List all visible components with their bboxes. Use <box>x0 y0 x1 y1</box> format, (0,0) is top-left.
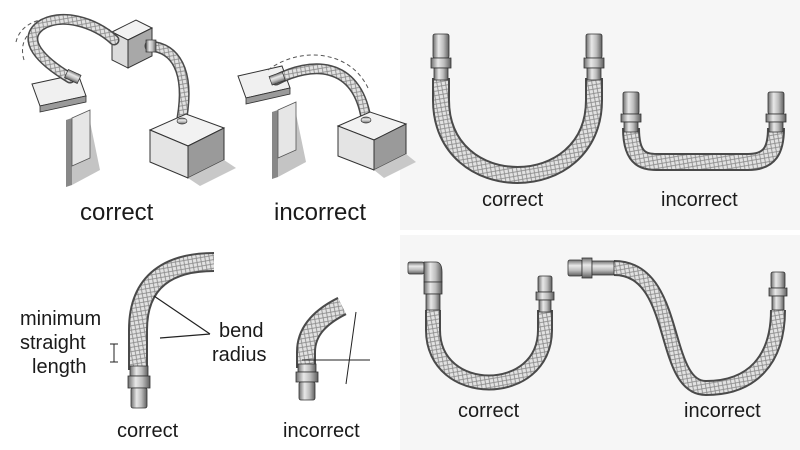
hose-collar-right <box>768 121 784 133</box>
panel1-correct-routing <box>15 13 236 187</box>
hose <box>624 127 783 169</box>
label-incorrect: incorrect <box>274 199 367 226</box>
hose-nut-right <box>768 287 788 297</box>
hose-nut <box>295 371 319 383</box>
panel3-incorrect-bend <box>295 297 370 401</box>
hose-nut-right <box>583 57 605 69</box>
hose <box>28 15 118 82</box>
hose-collar-left <box>425 293 441 311</box>
hose-fitting-right <box>537 275 553 293</box>
hose-collar <box>129 365 149 377</box>
hose <box>272 64 370 122</box>
label-straight: straight <box>20 332 86 354</box>
block-port <box>176 117 188 125</box>
hose <box>146 42 189 122</box>
angle-guide-lines <box>302 311 370 385</box>
label-radius: radius <box>212 344 267 366</box>
panel4-incorrect-s-hose <box>567 257 788 397</box>
label-incorrect: incorrect <box>684 400 761 422</box>
block-port <box>360 116 372 124</box>
hose-nut-left <box>423 281 443 295</box>
hose-collar <box>297 363 317 373</box>
label-correct: correct <box>482 189 544 211</box>
hose-collar-left <box>591 260 615 276</box>
hose <box>427 310 551 389</box>
label-bend: bend <box>219 320 264 342</box>
hose-nut-right <box>765 113 787 123</box>
hose-collar-right <box>538 299 552 313</box>
label-correct: correct <box>117 420 179 442</box>
straight-length-marker <box>110 343 118 363</box>
hose-nut-left <box>620 113 642 123</box>
hose-fitting-left <box>432 33 450 59</box>
panel2-correct-u-hose <box>430 33 605 184</box>
label-minimum: minimum <box>20 308 102 330</box>
panel3-correct-bend <box>110 252 215 409</box>
hose <box>130 254 215 370</box>
hose-collar-right <box>771 295 785 311</box>
label-correct: correct <box>80 199 154 226</box>
hose-collar-left <box>433 67 449 81</box>
wall <box>71 109 91 167</box>
elbow-fitting <box>423 261 443 283</box>
hose-collar-right <box>586 67 602 81</box>
hose-outline <box>144 40 190 124</box>
mount-bracket-side <box>245 87 291 105</box>
elbow-fitting-end <box>407 261 425 275</box>
hose <box>434 78 601 182</box>
hose-collar-left <box>623 121 639 133</box>
junction-box-side <box>127 27 153 69</box>
hose-fitting <box>268 71 286 86</box>
label-length: length <box>32 356 87 378</box>
hose <box>298 298 346 368</box>
hose-fitting <box>298 381 316 401</box>
label-incorrect: incorrect <box>661 189 738 211</box>
hose-fitting <box>130 387 148 409</box>
hose-fitting <box>64 68 82 84</box>
panel2-incorrect-u-hose <box>620 91 787 171</box>
wall-edge <box>272 110 278 179</box>
hose <box>613 262 784 395</box>
hose-fitting-left <box>622 91 640 115</box>
mount-bracket-side <box>39 95 87 113</box>
hose-fitting-right <box>585 33 603 59</box>
hose-nut <box>127 375 151 389</box>
clearance-guide <box>15 17 111 43</box>
block-shadow <box>374 154 416 178</box>
hose-nut-left <box>581 257 593 279</box>
clearance-guide <box>267 54 369 89</box>
hose-nut-right <box>535 291 555 301</box>
panel4-correct-elbow-hose <box>407 261 555 391</box>
bend-radius-lines <box>153 295 211 339</box>
label-correct: correct <box>458 400 520 422</box>
wall <box>277 101 297 159</box>
hose-fitting <box>145 39 157 53</box>
hose-fitting-right <box>770 271 786 289</box>
label-incorrect: incorrect <box>283 420 360 442</box>
hose-fitting-left <box>567 259 583 277</box>
hose-nut-left <box>430 57 452 69</box>
panel1-incorrect-routing <box>237 54 416 179</box>
wall-edge <box>66 118 72 187</box>
block-shadow <box>188 160 236 186</box>
hose-fitting-right <box>767 91 785 115</box>
